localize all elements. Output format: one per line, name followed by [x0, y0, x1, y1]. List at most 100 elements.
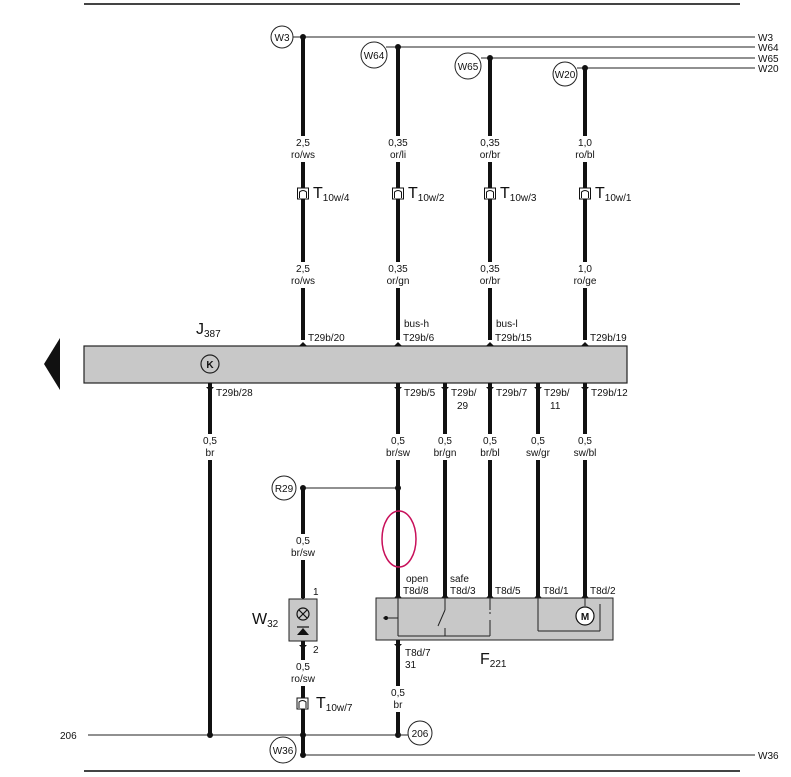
pin-arrow — [394, 594, 402, 598]
pin-arrow — [394, 644, 402, 648]
highlight-ellipse — [381, 510, 417, 568]
junction-dot — [582, 65, 588, 71]
module-ground-symbol — [200, 354, 220, 374]
svg-text:W3: W3 — [275, 33, 290, 44]
connector-icon — [392, 187, 404, 200]
module-pin-label: T29b/28 — [216, 388, 253, 399]
junction-dot — [300, 732, 306, 738]
module-pin-label: T29b/6 — [403, 333, 435, 344]
label-bg — [470, 136, 510, 162]
w32-pin-top: 1 — [313, 587, 319, 598]
continuation-arrow — [44, 338, 60, 390]
right-ref-w64: W64 — [758, 43, 779, 54]
lower-wire-color: br/sw — [386, 448, 411, 459]
circle-ref-w36: W36 — [269, 736, 297, 764]
upper-wire-size: 2,5 — [296, 138, 310, 149]
svg-text:W20: W20 — [555, 70, 576, 81]
pin-arrow — [486, 342, 494, 346]
f221-pin-label: T8d/5 — [495, 586, 521, 597]
j387-module-box — [83, 345, 628, 384]
pin-arrow — [486, 594, 494, 598]
right-ref-w36: W36 — [758, 751, 779, 762]
circle-ref-w20: W20 — [552, 61, 585, 87]
f221-ground-pin: T8d/7 — [405, 648, 431, 659]
w32-wire-color: ro/sw — [291, 674, 316, 685]
label-bg — [426, 434, 464, 460]
pin-arrow — [534, 387, 542, 391]
lower-wire-size: 0,5 — [578, 436, 592, 447]
module-pin-label: T29b/5 — [404, 388, 436, 399]
pin-arrow — [581, 387, 589, 391]
motor-icon-label: M — [581, 612, 589, 623]
pin-arrow — [441, 594, 449, 598]
f221-ground-color: br — [394, 700, 404, 711]
bus-label: bus-h — [404, 319, 429, 330]
lower-wire-size: 0,5 — [203, 436, 217, 447]
svg-text:206: 206 — [412, 729, 429, 740]
module-pin-label: T29b/7 — [496, 388, 528, 399]
label-bg — [386, 686, 412, 712]
circle-ref-206: 206 — [407, 720, 433, 746]
pin-arrow — [206, 387, 214, 391]
upper-wire-color: or/li — [390, 150, 406, 161]
pin-arrow — [394, 387, 402, 391]
lower-wire-color: or/gn — [387, 276, 410, 287]
label-bg — [470, 262, 510, 288]
pin-arrow — [486, 387, 494, 391]
pin-arrow — [534, 594, 542, 598]
connector-icon — [297, 187, 309, 200]
label-bg — [565, 136, 605, 162]
upper-connector-label: T10w/1 — [595, 185, 632, 204]
junction-dot — [300, 752, 306, 758]
circle-ref-r29: R29 — [271, 475, 297, 501]
junction-dot — [395, 485, 401, 491]
lower-wire-size: 0,5 — [438, 436, 452, 447]
w32-wire-size: 0,5 — [296, 662, 310, 673]
pin-arrow — [441, 387, 449, 391]
f221-pin-label: T8d/1 — [543, 586, 569, 597]
label-bg — [379, 434, 417, 460]
upper-wire-color: ro/bl — [575, 150, 594, 161]
junction-dot — [395, 44, 401, 50]
connector-icon — [579, 187, 591, 200]
junction-dot — [487, 55, 493, 61]
module-pin-label: T29b/15 — [495, 333, 532, 344]
left-ref-206: 206 — [60, 731, 77, 742]
lamp-icon — [296, 607, 310, 621]
lower-wire-color: ro/ge — [574, 276, 597, 287]
module-pin-label: 11 — [550, 401, 561, 412]
f221-open-label: open — [406, 574, 428, 585]
w32-label: W32 — [252, 611, 279, 630]
f221-label: F221 — [480, 651, 507, 670]
label-bg — [378, 136, 418, 162]
lower-wire-size: 0,35 — [480, 264, 500, 275]
f221-module-box — [375, 597, 614, 641]
right-ref-w20: W20 — [758, 64, 779, 75]
lower-wire-color: ro/ws — [291, 276, 315, 287]
r29-wire-color: br/sw — [291, 548, 316, 559]
pin-arrow — [299, 645, 307, 649]
circle-ref-w64: W64 — [360, 41, 398, 69]
svg-text:W64: W64 — [364, 51, 385, 62]
svg-text:W36: W36 — [273, 746, 294, 757]
label-bg — [283, 136, 323, 162]
label-bg — [565, 262, 605, 288]
lower-wire-color: br/gn — [434, 448, 457, 459]
f221-safe-label: safe — [450, 574, 469, 585]
lower-wire-size: 0,5 — [483, 436, 497, 447]
upper-wire-size: 1,0 — [578, 138, 592, 149]
lower-wire-size: 1,0 — [578, 264, 592, 275]
label-bg — [283, 262, 323, 288]
pin-arrow — [581, 594, 589, 598]
circle-ref-w65: W65 — [454, 52, 490, 80]
module-pin-label: 29 — [457, 401, 469, 412]
lower-wire-color: sw/gr — [526, 448, 551, 459]
right-ref-w3: W3 — [758, 33, 773, 44]
pin-arrow — [394, 342, 402, 346]
svg-text:R29: R29 — [275, 484, 294, 495]
lamp-icon-cross — [298, 609, 308, 619]
f221-pin-label: T8d/8 — [403, 586, 429, 597]
w32-connector-label: T10w/7 — [316, 695, 353, 714]
junction-dot — [300, 34, 306, 40]
